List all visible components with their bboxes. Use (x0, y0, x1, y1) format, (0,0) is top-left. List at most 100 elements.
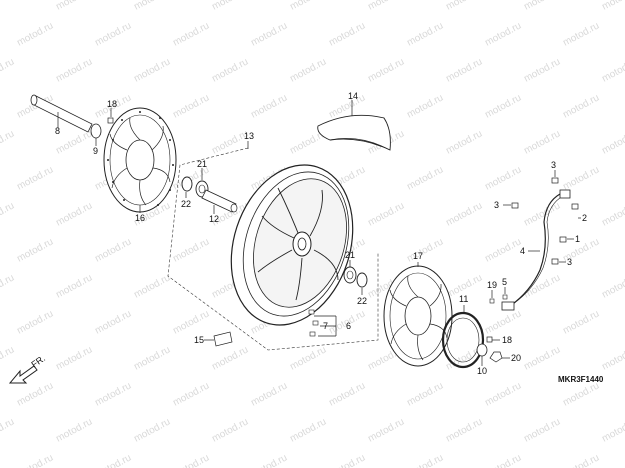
label-part-8: 8 (55, 126, 60, 136)
watermark-text: motod.ru (249, 20, 289, 48)
left-brake-disc (103, 107, 177, 213)
watermark-text: motod.ru (288, 416, 328, 444)
label-part-11: 11 (459, 294, 468, 304)
label-part-3-top: 3 (551, 160, 556, 170)
watermark-text: motod.ru (405, 92, 445, 120)
watermark-text: motod.ru (0, 0, 16, 13)
watermark-text: motod.ru (171, 308, 211, 336)
watermark-text: motod.ru (561, 380, 601, 408)
label-part-22-left: 22 (181, 199, 191, 209)
front-axle (30, 94, 93, 133)
watermark-text: motod.ru (600, 128, 625, 156)
watermark-text: motod.ru (366, 416, 406, 444)
watermark-text: motod.ru (483, 380, 523, 408)
watermark-text: motod.ru (561, 92, 601, 120)
valve-cap (213, 331, 233, 347)
label-part-21-left: 21 (197, 159, 207, 169)
watermark-text: motod.ru (249, 92, 289, 120)
label-part-18-right: 18 (502, 335, 512, 345)
watermark-text: motod.ru (132, 0, 172, 13)
watermark-text: motod.ru (600, 416, 625, 444)
watermark-text: motod.ru (444, 416, 484, 444)
label-part-14: 14 (348, 91, 358, 101)
watermark-text: motod.ru (15, 164, 55, 192)
watermark-text: motod.ru (171, 20, 211, 48)
wheel-speed-sensor (501, 189, 579, 311)
watermark-text: motod.ru (171, 92, 211, 120)
watermark-text: motod.ru (93, 380, 133, 408)
watermark-text: motod.ru (561, 308, 601, 336)
watermark-text: motod.ru (444, 0, 484, 13)
right-brake-disc (383, 265, 453, 367)
label-part-21-right: 21 (345, 250, 355, 260)
watermark-text: motod.ru (0, 416, 16, 444)
watermark-text: motod.ru (444, 56, 484, 84)
watermark-text: motod.ru (93, 20, 133, 48)
watermark-text: motod.ru (0, 344, 16, 372)
watermark-text: motod.ru (327, 380, 367, 408)
watermark-text: motod.ru (171, 236, 211, 264)
sensor-bolts (489, 294, 508, 304)
watermark-text: motod.ru (483, 164, 523, 192)
label-part-15: 15 (194, 335, 204, 345)
forward-direction-arrow (8, 365, 38, 384)
watermark-text: motod.ru (132, 56, 172, 84)
watermark-text: motod.ru (0, 128, 16, 156)
watermark-text: motod.ru (561, 164, 601, 192)
watermark-text: motod.ru (210, 56, 250, 84)
pulser-ring-bolts (476, 336, 503, 363)
watermark-text: motod.ru (600, 272, 625, 300)
watermark-text: motod.ru (483, 92, 523, 120)
watermark-text: motod.ru (93, 452, 133, 468)
watermark-text: motod.ru (327, 452, 367, 468)
watermark-text: motod.ru (0, 272, 16, 300)
label-part-16: 16 (135, 213, 145, 223)
watermark-text: motod.ru (522, 272, 562, 300)
watermark-text: motod.ru (561, 20, 601, 48)
watermark-text: motod.ru (15, 452, 55, 468)
watermark-text: motod.ru (600, 344, 625, 372)
watermark-text: motod.ru (54, 200, 94, 228)
axle-collar (90, 123, 102, 139)
watermark-text: motod.ru (483, 308, 523, 336)
watermark-text: motod.ru (600, 0, 625, 13)
label-part-22-right: 22 (357, 296, 367, 306)
label-part-18-top: 18 (107, 99, 117, 109)
label-part-13: 13 (244, 131, 254, 141)
watermark-text: motod.ru (54, 272, 94, 300)
watermark-text: motod.ru (522, 416, 562, 444)
watermark-text: motod.ru (132, 416, 172, 444)
watermark-text: motod.ru (522, 56, 562, 84)
pulser-bolts (308, 309, 319, 337)
watermark-text: motod.ru (0, 200, 16, 228)
label-part-3-left: 3 (494, 200, 499, 210)
watermark-text: motod.ru (54, 344, 94, 372)
watermark-text: motod.ru (600, 56, 625, 84)
watermark-text: motod.ru (54, 56, 94, 84)
watermark-text: motod.ru (54, 0, 94, 13)
label-part-17: 17 (413, 251, 423, 261)
watermark-text: motod.ru (0, 56, 16, 84)
watermark-text: motod.ru (54, 416, 94, 444)
label-part-3-bottom: 3 (567, 257, 572, 267)
watermark-text: motod.ru (444, 200, 484, 228)
label-part-12: 12 (209, 214, 219, 224)
watermark-text: motod.ru (483, 452, 523, 468)
right-bearing (343, 266, 357, 284)
label-part-20: 20 (511, 353, 521, 363)
watermark-text: motod.ru (366, 200, 406, 228)
watermark-text: motod.ru (132, 344, 172, 372)
label-part-1: 1 (575, 234, 580, 244)
watermark-text: motod.ru (288, 0, 328, 13)
watermark-text: motod.ru (483, 20, 523, 48)
diagram-code: MKR3F1440 (558, 375, 604, 384)
watermark-text: motod.ru (210, 344, 250, 372)
watermark-text: motod.ru (561, 452, 601, 468)
watermark-text: motod.ru (405, 164, 445, 192)
watermark-text: motod.ru (405, 452, 445, 468)
left-dust-seal (181, 176, 193, 192)
watermark-text: motod.ru (522, 200, 562, 228)
watermark-text: motod.ru (327, 20, 367, 48)
watermark-text: motod.ru (405, 236, 445, 264)
